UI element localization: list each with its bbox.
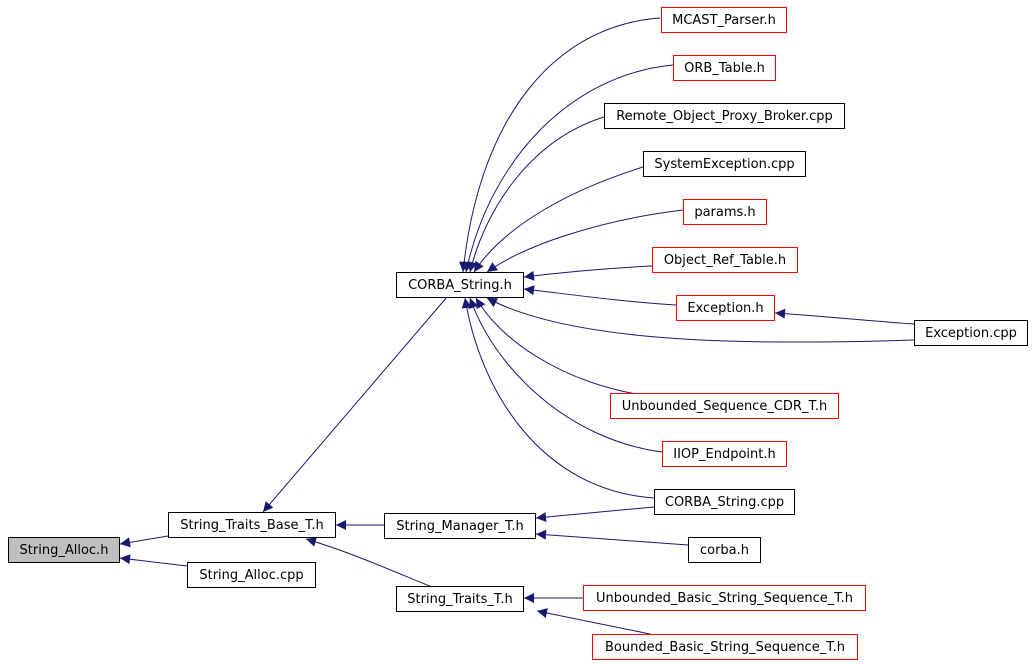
edge-exception-cpp-to-exception-h [774,308,915,325]
node-exception-h[interactable]: Exception.h [676,295,775,321]
node-string-alloc-cpp[interactable]: String_Alloc.cpp [187,562,316,588]
edge-exception-cpp-to-corba-string [486,297,915,343]
node-corba-string-cpp[interactable]: CORBA_String.cpp [654,489,795,515]
edge-mcast-parser-to-corba-string [459,17,661,273]
node-string-manager-t-h[interactable]: String_Manager_T.h [384,513,536,539]
edge-corba-h-to-string-manager [535,529,689,546]
node-unbounded-basic-string-sequence-t-h[interactable]: Unbounded_Basic_String_Sequence_T.h [583,585,866,611]
node-string-traits-base-t-h[interactable]: String_Traits_Base_T.h [168,512,336,538]
edge-corba-string-cpp-to-corba-string [461,297,655,499]
node-orb-table-h[interactable]: ORB_Table.h [673,55,776,81]
node-exception-cpp[interactable]: Exception.cpp [914,320,1028,346]
node-string-traits-t-h[interactable]: String_Traits_T.h [396,586,524,612]
edge-bounded-basic-to-string-traits [536,608,651,635]
node-params-h[interactable]: params.h [683,199,767,225]
edge-string-alloc-cpp-to-string-alloc [119,554,188,567]
node-remote-object-proxy-broker-cpp[interactable]: Remote_Object_Proxy_Broker.cpp [604,103,845,129]
edge-corba-string-to-string-traits-base [262,296,448,513]
edge-systemexception-cpp-to-corba-string [473,166,644,273]
edge-object-ref-table-to-corba-string [523,265,653,281]
node-mcast-parser-h[interactable]: MCAST_Parser.h [661,7,787,33]
node-systemexception-cpp[interactable]: SystemException.cpp [643,151,806,177]
edge-params-to-corba-string [486,209,684,273]
node-unbounded-sequence-cdr-t-h[interactable]: Unbounded_Sequence_CDR_T.h [610,393,839,419]
node-object-ref-table-h[interactable]: Object_Ref_Table.h [652,247,798,273]
edge-string-traits-base-to-string-alloc [119,535,169,548]
edge-string-traits-to-string-traits-base [305,537,433,588]
edge-remote-object-proxy-broker-to-corba-string [467,116,605,273]
node-corba-h[interactable]: corba.h [688,537,761,563]
edge-orb-table-to-corba-string [463,64,674,273]
node-string-alloc-h: String_Alloc.h [8,537,120,563]
node-bounded-basic-string-sequence-t-h[interactable]: Bounded_Basic_String_Sequence_T.h [592,634,858,660]
edge-corba-string-cpp-to-string-manager [535,506,655,523]
node-iiop-endpoint-h[interactable]: IIOP_Endpoint.h [662,441,787,467]
edge-exception-h-to-corba-string [523,285,677,306]
edge-iiop-endpoint-to-corba-string [468,297,663,453]
edge-unbounded-sequence-cdr-to-corba-string [475,297,637,395]
node-corba-string-h[interactable]: CORBA_String.h [396,272,524,298]
